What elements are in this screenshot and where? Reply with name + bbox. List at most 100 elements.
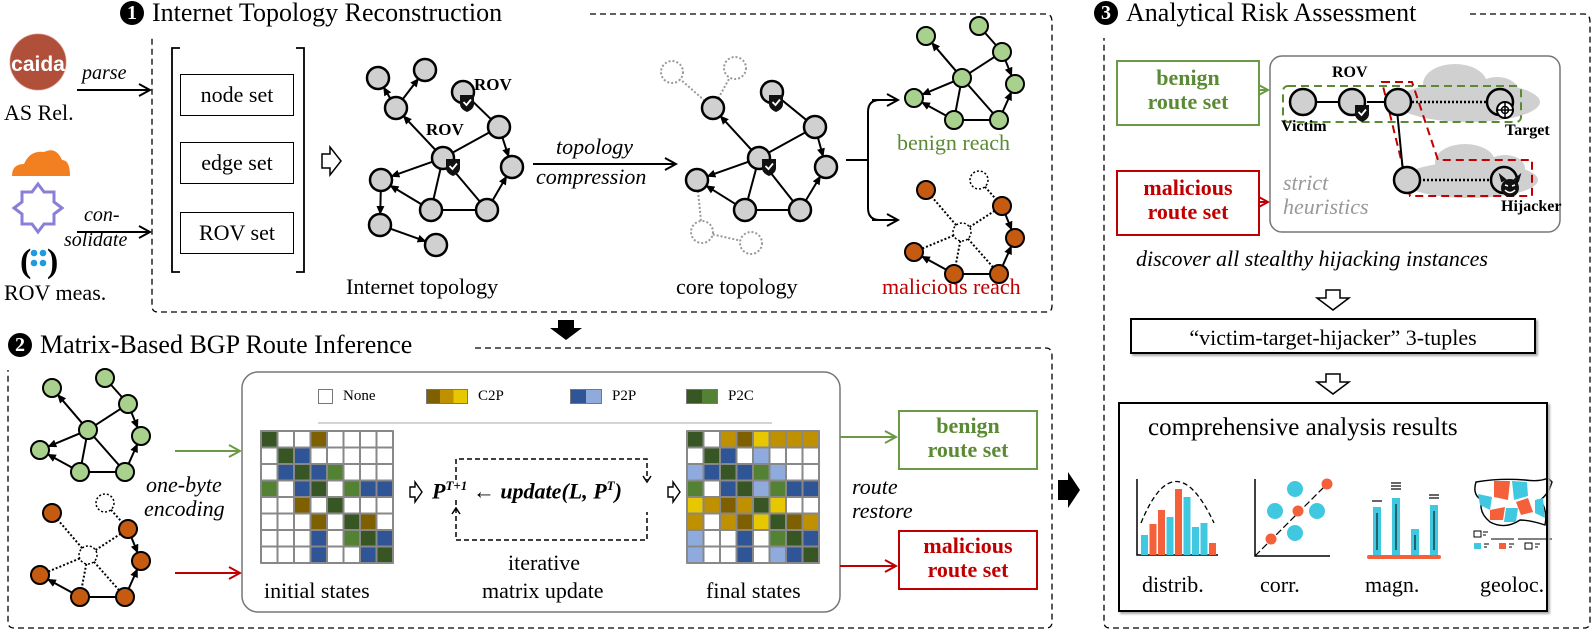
graph-node [42, 503, 62, 523]
section3-title-text: Analytical Risk Assessment [1126, 0, 1417, 27]
target-crosshair-icon [1496, 101, 1514, 119]
graph-edge [804, 175, 822, 202]
matrix-cell [344, 481, 359, 496]
formula-args-close: ) [614, 478, 622, 504]
graph-edge [47, 432, 81, 448]
graph-node [1005, 74, 1025, 94]
matrix-cell [704, 481, 719, 496]
graph-node [423, 232, 449, 258]
graph-edge [921, 234, 955, 250]
section1-title-text: Internet Topology Reconstruction [152, 0, 503, 27]
matrix-cell [328, 448, 343, 463]
graph-edge [110, 384, 123, 398]
matrix-cell [803, 432, 818, 447]
section2-frame [7, 347, 1053, 629]
matrix-cell [737, 481, 752, 496]
rov-node [1337, 87, 1370, 123]
rov-set-box: ROV set [180, 212, 294, 254]
map-legend-swatch [1474, 543, 1481, 549]
formula-lhs-sup: T+1 [445, 478, 468, 493]
distribution-chart-icon [1136, 479, 1218, 556]
graph-node [700, 95, 726, 121]
graph-node [418, 197, 444, 223]
matrix-cell [737, 531, 752, 546]
matrix-cell [295, 481, 310, 496]
malicious-reach-graph [904, 170, 1025, 284]
graph-node [70, 462, 90, 482]
update-formula: PT+1 ← update(L, PT) [432, 478, 622, 504]
legend-label: None [343, 388, 376, 404]
matrix-cell [803, 531, 818, 546]
matrix-cell [721, 481, 736, 496]
matrix-cell [704, 432, 719, 447]
matrix-cell [704, 531, 719, 546]
magnitude-chart-icon [1367, 482, 1441, 559]
formula-lhs: P [432, 478, 446, 504]
distribution-bar [1158, 510, 1165, 555]
matrix-cell [770, 531, 785, 546]
distribution-bar [1200, 523, 1208, 555]
graph-edge [95, 408, 121, 426]
box-line: benign [936, 413, 1000, 438]
target-node [1485, 87, 1515, 119]
graph-node [412, 57, 438, 83]
rov-label: ROV [1332, 64, 1368, 81]
graph-edge [921, 80, 955, 96]
map-region [1494, 481, 1510, 500]
split-brace [846, 100, 898, 220]
legend-label: C2P [478, 388, 504, 404]
step-number-badge: 2 [8, 333, 32, 357]
graph-node [802, 114, 828, 140]
graph-edge [47, 557, 81, 573]
graph-edge [931, 196, 957, 226]
malicious-route-set-box: malicious route set [1116, 170, 1260, 236]
right-bracket [296, 47, 305, 273]
iterative-label-1: iterative [508, 550, 581, 575]
graph-node [131, 426, 151, 446]
correlation-point [1321, 478, 1333, 490]
matrix-cell [787, 465, 802, 480]
graph-edge [969, 210, 995, 228]
consolidate-label-2: solidate [64, 229, 128, 251]
graph-node [944, 110, 964, 130]
formula-arrow: ← [472, 478, 495, 504]
graph-node [1005, 228, 1025, 248]
matrix-cell [803, 448, 818, 463]
graph-node [368, 167, 394, 193]
legend-label: P2P [612, 388, 637, 404]
graph-node [684, 167, 710, 193]
matrix-cell [262, 498, 277, 513]
matrix-cell [770, 448, 785, 463]
matrix-cell [737, 514, 752, 529]
graph-node [383, 95, 409, 121]
malicious-route-set-box: malicious route set [898, 530, 1038, 590]
graph-edge [705, 184, 737, 206]
matrix-cell [377, 498, 392, 513]
graph-node [660, 60, 684, 84]
matrix-cell [737, 547, 752, 562]
benign-route-set-box: benign route set [1116, 60, 1260, 126]
section1-frame [151, 13, 1053, 313]
results-box [1118, 402, 1548, 612]
matrix-cell [278, 498, 293, 513]
matrix-cell [361, 432, 376, 447]
graph-edge [130, 411, 139, 429]
devil-icon [1498, 172, 1522, 197]
graph-edge [768, 131, 806, 154]
matrix-cell [721, 465, 736, 480]
matrix-cell [787, 448, 802, 463]
distribution-curve [1140, 481, 1215, 524]
hijacker-node [1489, 165, 1522, 197]
matrix-cell [311, 432, 326, 447]
matrix-cell [688, 531, 703, 546]
matrix-cell [688, 514, 703, 529]
caida-logo-icon: caida [9, 33, 67, 91]
graph-node [474, 197, 500, 223]
matrix-cell [754, 448, 769, 463]
step-number-badge: 1 [120, 1, 144, 25]
matrix-cell [361, 498, 376, 513]
matrix-cell [278, 432, 293, 447]
matrix-cell [787, 531, 802, 546]
matrix-cell [803, 481, 818, 496]
